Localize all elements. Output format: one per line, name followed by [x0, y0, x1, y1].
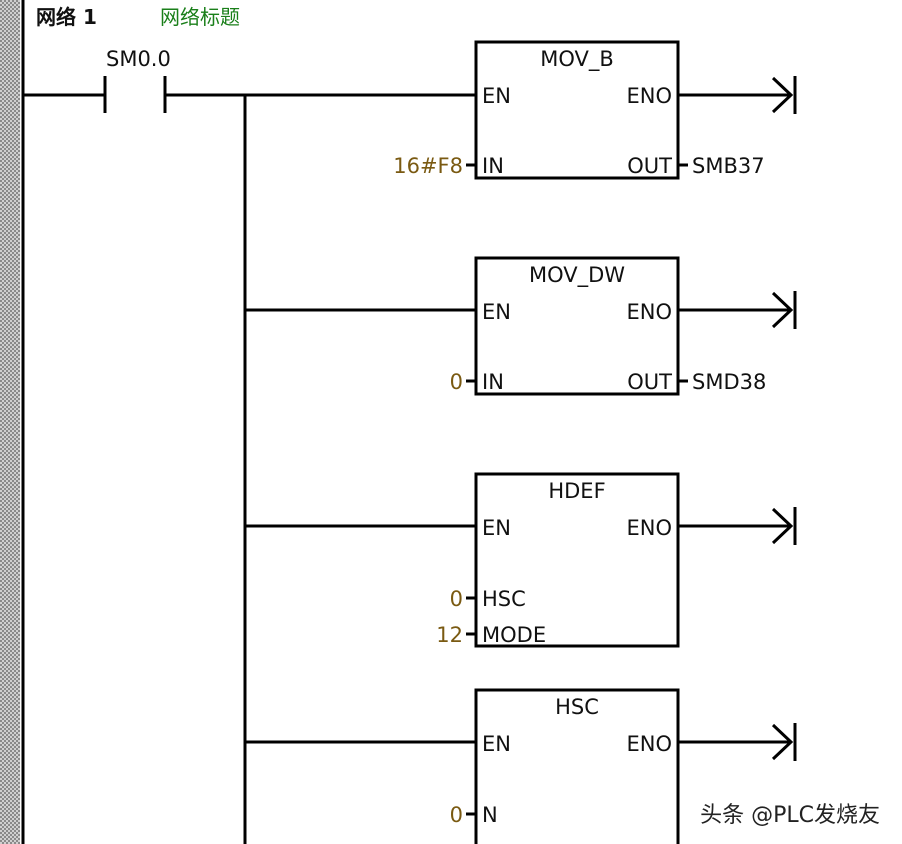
normally-open-contact[interactable] [103, 76, 167, 113]
box-title: MOV_DW [529, 263, 625, 288]
pin-out: OUT [627, 370, 672, 394]
left-rail-hatch [0, 0, 20, 844]
network-label: 网络 1 [36, 5, 97, 29]
box-title: MOV_B [540, 47, 614, 72]
pin-n: N [482, 803, 498, 827]
pin-en: EN [482, 732, 511, 756]
box-hdef[interactable]: HDEF EN ENO HSC MODE [474, 472, 680, 648]
box-title: HSC [555, 695, 599, 719]
n-value[interactable]: 0 [450, 803, 463, 827]
out-value[interactable]: SMB37 [692, 154, 765, 178]
pin-en: EN [482, 300, 511, 324]
contact-address: SM0.0 [106, 47, 171, 71]
box-hsc[interactable]: HSC EN ENO N [474, 688, 680, 844]
hsc-value[interactable]: 0 [450, 587, 463, 611]
pin-en: EN [482, 516, 511, 540]
pin-in: IN [482, 154, 504, 178]
pin-out: OUT [627, 154, 672, 178]
pin-eno: ENO [626, 84, 672, 108]
pin-en: EN [482, 84, 511, 108]
pin-hsc: HSC [482, 587, 526, 611]
end-arrow-icon [771, 723, 797, 761]
pin-eno: ENO [626, 300, 672, 324]
mode-value[interactable]: 12 [436, 623, 463, 647]
end-arrow-icon [771, 76, 797, 114]
network-title[interactable]: 网络标题 [160, 5, 240, 29]
in-value[interactable]: 16#F8 [393, 154, 463, 178]
out-value[interactable]: SMD38 [692, 370, 766, 394]
box-title: HDEF [548, 479, 605, 503]
watermark: 头条 @PLC发烧友 [700, 803, 880, 828]
end-arrow-icon [771, 507, 797, 545]
pin-in: IN [482, 370, 504, 394]
pin-mode: MODE [482, 623, 546, 647]
pin-eno: ENO [626, 732, 672, 756]
end-arrow-icon [771, 291, 797, 329]
pin-eno: ENO [626, 516, 672, 540]
in-value[interactable]: 0 [450, 370, 463, 394]
box-mov-dw[interactable]: MOV_DW EN ENO IN OUT [474, 256, 680, 396]
box-mov-b[interactable]: MOV_B EN ENO IN OUT [474, 40, 680, 180]
